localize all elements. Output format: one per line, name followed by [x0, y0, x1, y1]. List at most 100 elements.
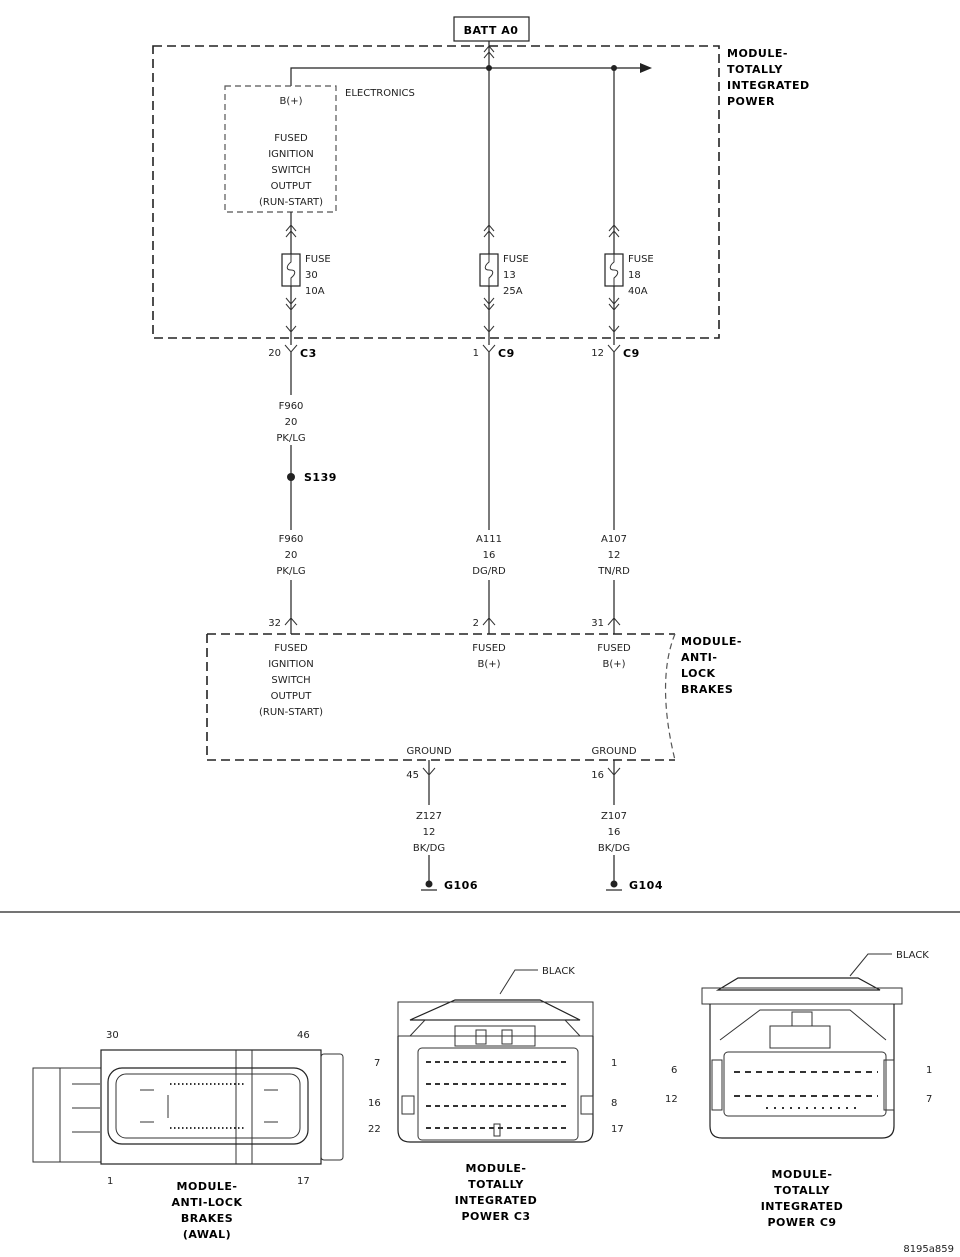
- svg-text:TN/RD: TN/RD: [597, 566, 630, 577]
- svg-text:7: 7: [374, 1058, 380, 1069]
- svg-text:20: 20: [268, 348, 281, 359]
- tipm-c3-connector-view: BLACK 7 1 16 8 22 17 MODULE- TOTALLY INT…: [368, 966, 624, 1223]
- svg-text:POWER C9: POWER C9: [767, 1216, 836, 1229]
- svg-text:INTEGRATED: INTEGRATED: [727, 79, 810, 92]
- svg-text:INTEGRATED: INTEGRATED: [761, 1200, 844, 1213]
- svg-text:12: 12: [423, 827, 436, 838]
- tipm-module-box: [152, 45, 720, 339]
- splice-dot: [287, 473, 295, 481]
- svg-text:10A: 10A: [305, 286, 325, 297]
- svg-text:1: 1: [107, 1176, 113, 1187]
- splice-label: S139: [304, 471, 337, 484]
- svg-text:PK/LG: PK/LG: [276, 433, 305, 444]
- svg-text:A111: A111: [476, 534, 502, 545]
- svg-text:25A: 25A: [503, 286, 523, 297]
- svg-text:BLACK: BLACK: [542, 966, 575, 977]
- svg-text:F960: F960: [279, 534, 304, 545]
- svg-text:20: 20: [285, 550, 298, 561]
- batt-label: BATT A0: [464, 24, 519, 37]
- svg-text:TOTALLY: TOTALLY: [468, 1178, 524, 1191]
- svg-text:Z107: Z107: [601, 811, 627, 822]
- svg-text:17: 17: [297, 1176, 310, 1187]
- svg-text:GROUND: GROUND: [591, 746, 636, 757]
- svg-text:A107: A107: [601, 534, 627, 545]
- wire-a111: A111 16 DG/RD: [472, 534, 506, 577]
- svg-text:INTEGRATED: INTEGRATED: [455, 1194, 538, 1207]
- svg-text:BRAKES: BRAKES: [681, 683, 733, 696]
- svg-text:16: 16: [368, 1098, 381, 1109]
- tipm-connector-c9-pin1: 1 C9: [473, 344, 515, 360]
- wire-f960-lower: F960 20 PK/LG: [276, 534, 305, 577]
- svg-text:IGNITION: IGNITION: [268, 149, 314, 160]
- svg-text:BRAKES: BRAKES: [181, 1212, 233, 1225]
- abs-pin-2: 2: [473, 617, 496, 629]
- svg-text:TOTALLY: TOTALLY: [727, 63, 783, 76]
- svg-text:20: 20: [285, 417, 298, 428]
- electronics-label: ELECTRONICS: [345, 88, 415, 99]
- svg-text:2: 2: [473, 618, 479, 629]
- tipm-connector-c3-pin20: 20 C3: [268, 344, 316, 360]
- abs-module-box: [206, 633, 675, 761]
- tipm-title: MODULE- TOTALLY INTEGRATED POWER: [727, 47, 810, 108]
- svg-text:16: 16: [483, 550, 496, 561]
- fuse-30: FUSE 30 10A: [281, 253, 331, 297]
- svg-text:(RUN-START): (RUN-START): [259, 707, 323, 718]
- svg-text:G104: G104: [629, 879, 663, 892]
- svg-text:PK/LG: PK/LG: [276, 566, 305, 577]
- svg-text:TOTALLY: TOTALLY: [774, 1184, 830, 1197]
- svg-text:12: 12: [591, 348, 604, 359]
- svg-text:MODULE-: MODULE-: [681, 635, 742, 648]
- svg-text:IGNITION: IGNITION: [268, 659, 314, 670]
- svg-text:FUSED: FUSED: [597, 643, 631, 654]
- svg-text:31: 31: [591, 618, 604, 629]
- svg-text:B(+): B(+): [477, 659, 500, 670]
- svg-text:(AWAL): (AWAL): [183, 1228, 231, 1241]
- svg-text:ANTI-: ANTI-: [681, 651, 717, 664]
- svg-text:POWER: POWER: [727, 95, 775, 108]
- svg-text:16: 16: [608, 827, 621, 838]
- svg-text:1: 1: [473, 348, 479, 359]
- svg-text:1: 1: [611, 1058, 617, 1069]
- svg-text:40A: 40A: [628, 286, 648, 297]
- wire-a107: A107 12 TN/RD: [597, 534, 630, 577]
- svg-text:OUTPUT: OUTPUT: [271, 691, 313, 702]
- svg-text:ANTI-LOCK: ANTI-LOCK: [172, 1196, 243, 1209]
- figure-id: 8195a859: [903, 1244, 954, 1255]
- svg-text:OUTPUT: OUTPUT: [271, 181, 313, 192]
- abs-input-ignition: FUSED IGNITION SWITCH OUTPUT (RUN-START): [259, 643, 323, 718]
- svg-text:7: 7: [926, 1094, 932, 1105]
- svg-text:MODULE-: MODULE-: [727, 47, 788, 60]
- svg-text:F960: F960: [279, 401, 304, 412]
- bus-arrow: [640, 63, 652, 73]
- svg-text:1: 1: [926, 1065, 932, 1076]
- svg-text:30: 30: [106, 1030, 119, 1041]
- svg-text:FUSED: FUSED: [274, 133, 308, 144]
- electronics-bplus: B(+): [279, 96, 302, 107]
- svg-text:LOCK: LOCK: [681, 667, 716, 680]
- batt-box: [453, 16, 530, 42]
- abs-ground-g104: GROUND 16 Z107 16 BK/DG G104: [591, 746, 663, 892]
- svg-text:SWITCH: SWITCH: [271, 675, 310, 686]
- svg-text:FUSE: FUSE: [503, 254, 529, 265]
- svg-text:C9: C9: [498, 347, 515, 360]
- abs-ground-g106: GROUND 45 Z127 12 BK/DG G106: [406, 746, 477, 892]
- abs-connector-view: 30 46 1 17 MODULE- ANTI-LOCK BRAKES (AWA…: [32, 1030, 344, 1241]
- svg-text:FUSE: FUSE: [628, 254, 654, 265]
- svg-text:6: 6: [671, 1065, 677, 1076]
- svg-text:MODULE-: MODULE-: [177, 1180, 238, 1193]
- svg-text:FUSED: FUSED: [274, 643, 308, 654]
- abs-pin-31: 31: [591, 617, 621, 629]
- svg-text:12: 12: [608, 550, 621, 561]
- svg-text:46: 46: [297, 1030, 310, 1041]
- tipm-connector-c9-pin12: 12 C9: [591, 344, 639, 360]
- svg-text:DG/RD: DG/RD: [472, 566, 506, 577]
- svg-text:12: 12: [665, 1094, 678, 1105]
- electronics-output-label: FUSED IGNITION SWITCH OUTPUT (RUN-START): [259, 133, 323, 208]
- svg-text:MODULE-: MODULE-: [466, 1162, 527, 1175]
- svg-text:BK/DG: BK/DG: [598, 843, 630, 854]
- svg-text:SWITCH: SWITCH: [271, 165, 310, 176]
- svg-text:22: 22: [368, 1124, 381, 1135]
- svg-text:(RUN-START): (RUN-START): [259, 197, 323, 208]
